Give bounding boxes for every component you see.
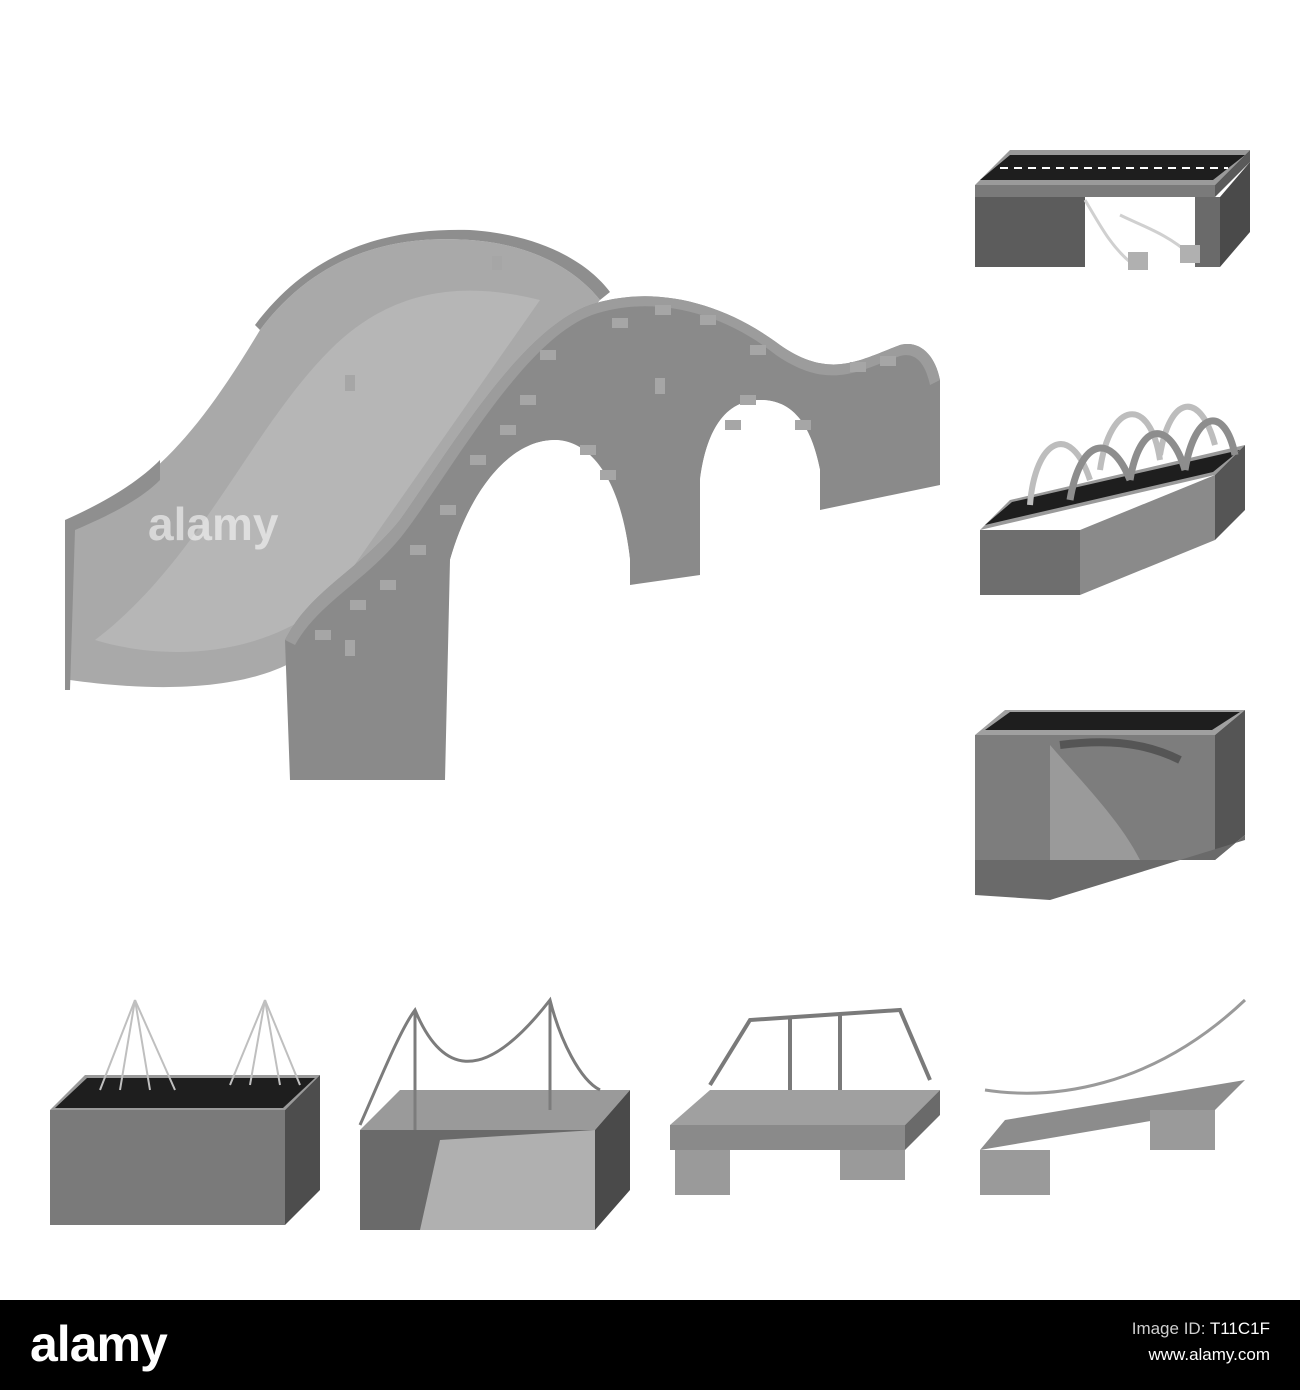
truss-bridge-illustration bbox=[670, 1007, 940, 1195]
stone-arch-bridge-illustration: alamy bbox=[65, 229, 940, 780]
rope-bridge-illustration bbox=[980, 998, 1247, 1195]
image-id-value: T11C1F bbox=[1209, 1319, 1270, 1338]
bridge-illustrations: alamy bbox=[50, 150, 1250, 1230]
stone-bridge-left-wall bbox=[65, 460, 160, 690]
footer-bar: alamy Image ID: T11C1F www.alamy.com bbox=[0, 1300, 1300, 1390]
stone-bridge-road-inner bbox=[95, 290, 540, 652]
cable-stayed-bridge-illustration bbox=[50, 999, 320, 1225]
multi-arch-bridge-illustration bbox=[980, 403, 1245, 595]
stone-bridge-arch-right bbox=[700, 400, 820, 575]
stone-bridge-blocks bbox=[315, 256, 896, 656]
image-id-label: Image ID: bbox=[1131, 1319, 1206, 1338]
stone-bridge-front-facade bbox=[285, 296, 940, 780]
image-id-line: Image ID: T11C1F bbox=[1132, 1316, 1270, 1342]
suspension-bridge-illustration bbox=[358, 996, 630, 1230]
deck-arch-bridge-illustration bbox=[975, 710, 1245, 900]
footer-brand-logo: alamy bbox=[30, 1316, 168, 1372]
footer-meta: Image ID: T11C1F www.alamy.com bbox=[1132, 1316, 1270, 1368]
stone-bridge-arch-left bbox=[450, 440, 630, 780]
site-url: www.alamy.com bbox=[1148, 1345, 1270, 1364]
watermark-text: alamy bbox=[148, 498, 279, 550]
arch-road-bridge-illustration bbox=[975, 150, 1250, 270]
stone-bridge-back-rim bbox=[255, 229, 610, 330]
